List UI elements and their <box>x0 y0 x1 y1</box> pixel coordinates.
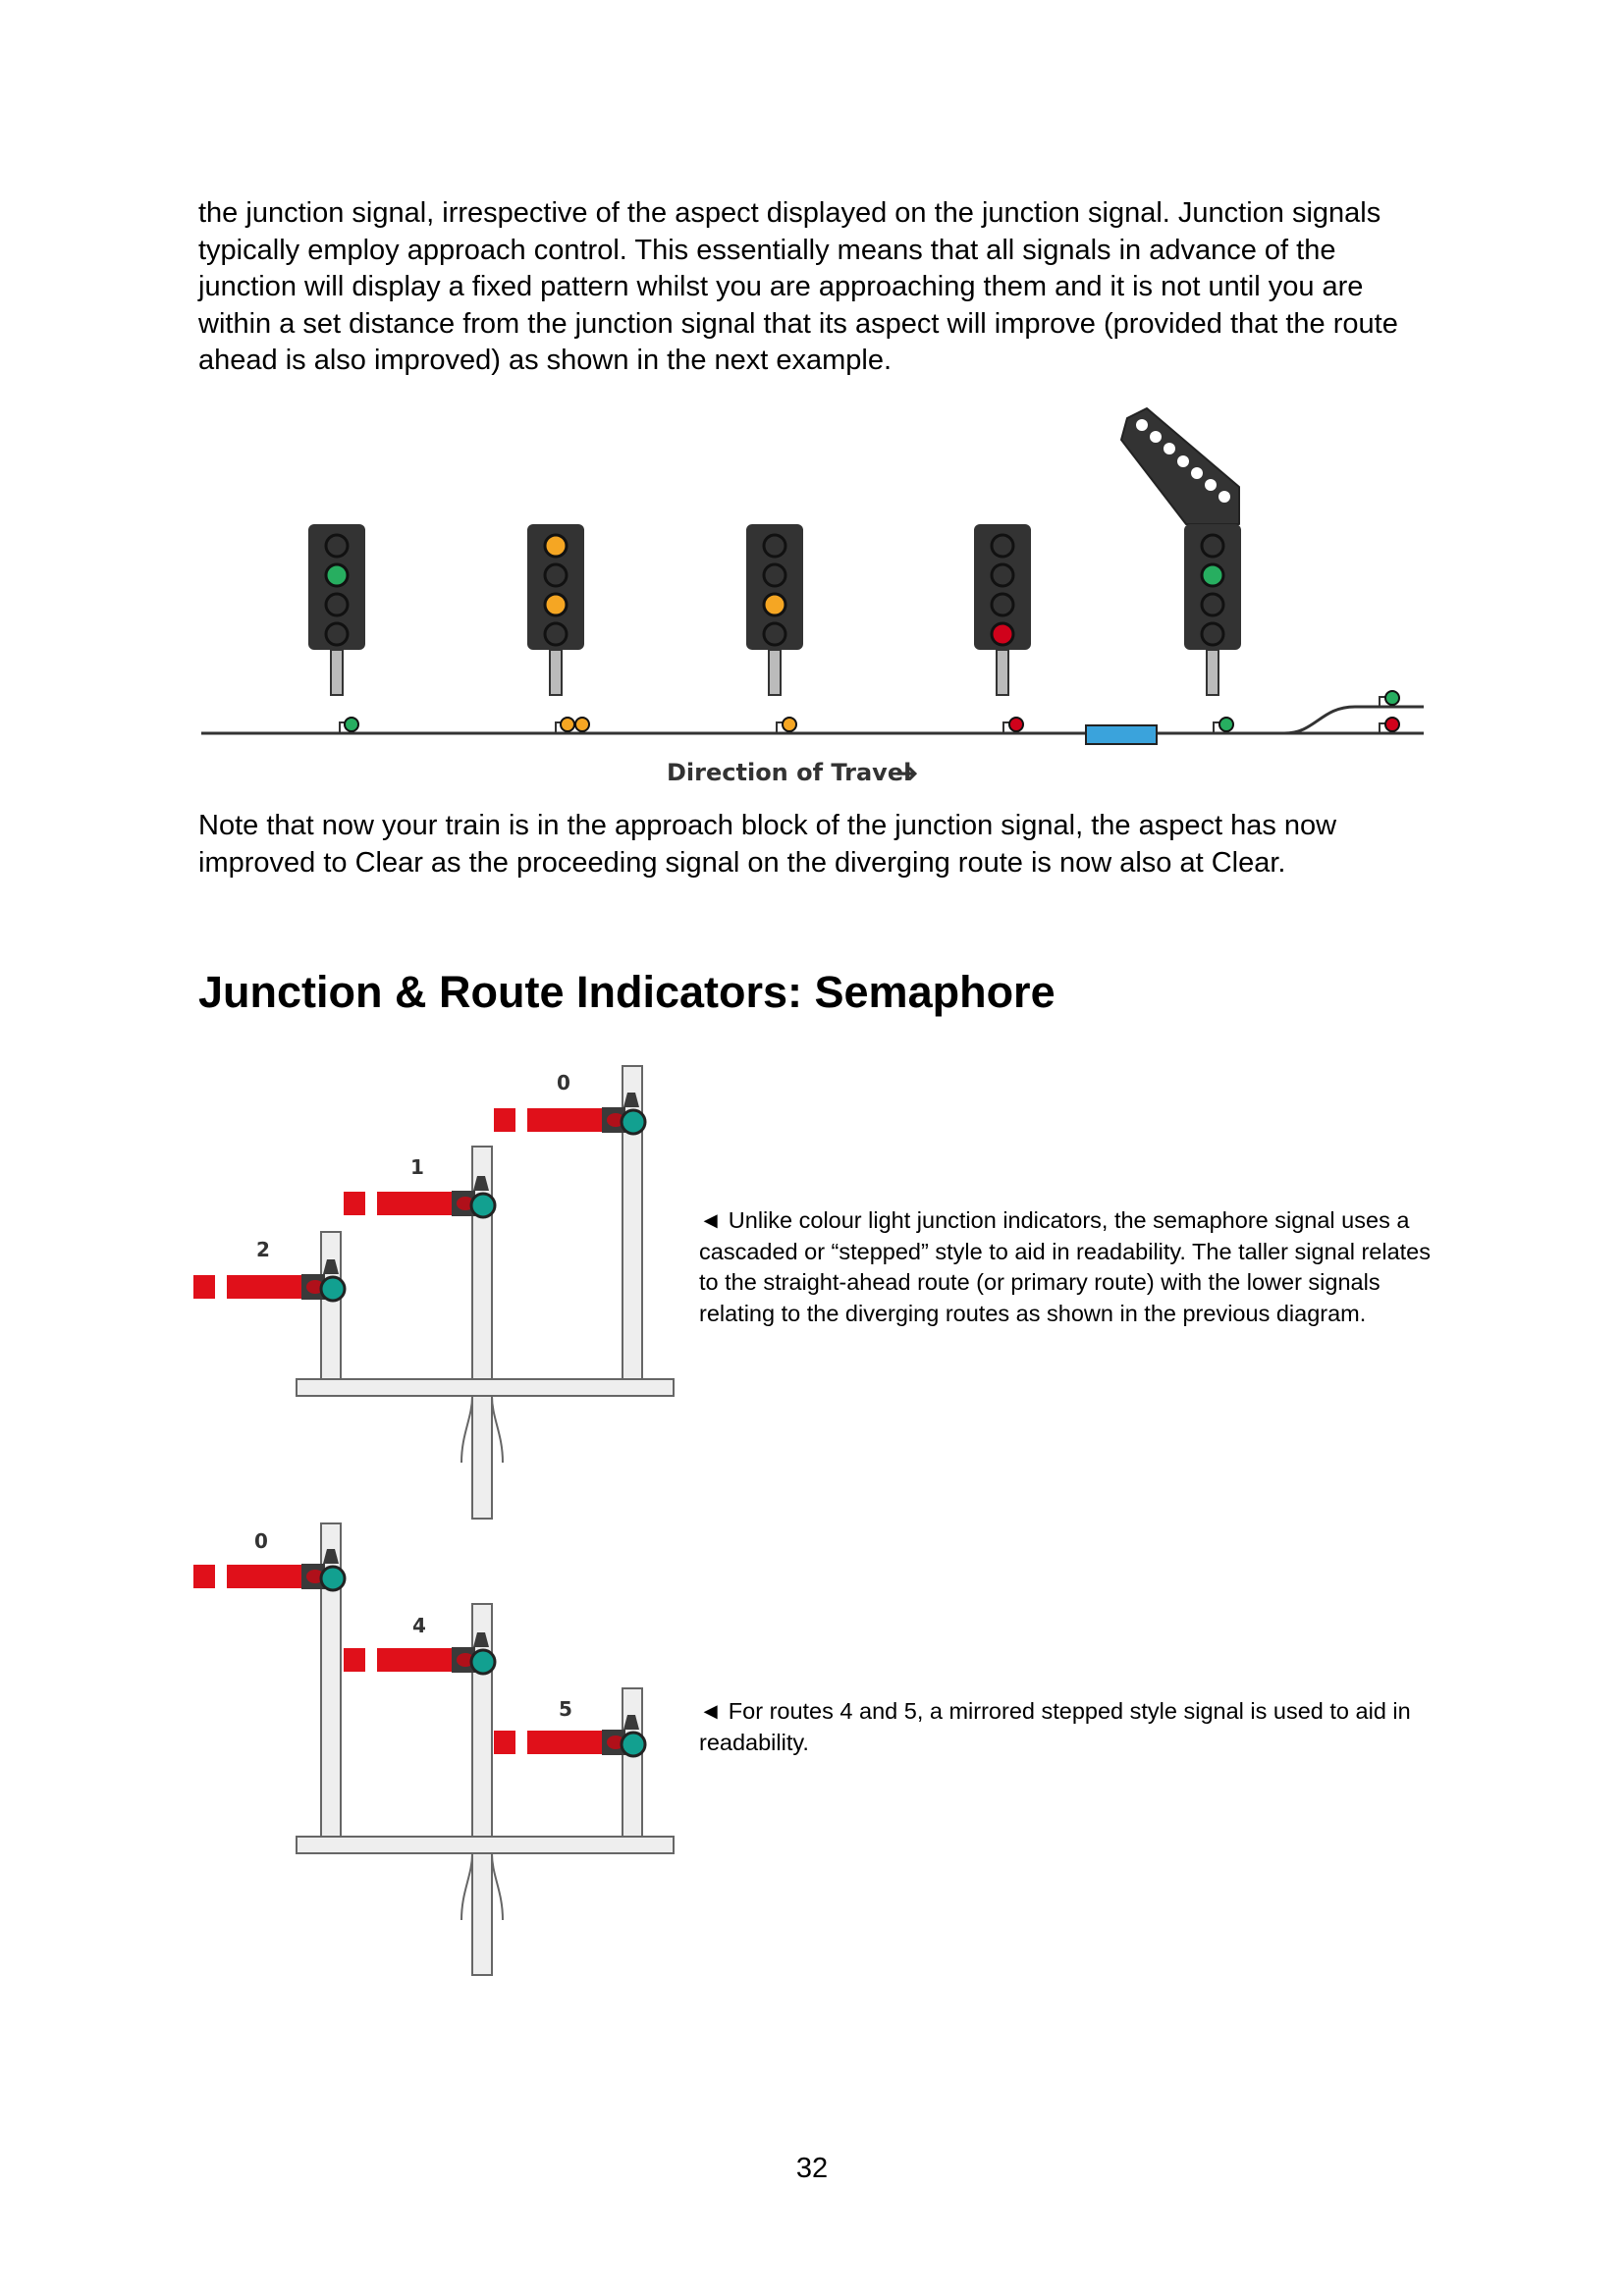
junction-indicator <box>1120 407 1240 525</box>
route-number-label: 0 <box>557 1071 570 1095</box>
route-number-label: 2 <box>256 1238 270 1261</box>
train-icon <box>1085 724 1158 745</box>
route-number-label: 1 <box>410 1155 424 1179</box>
semaphore-diagrams: 0 1 2 0 4 5 <box>191 1065 675 1976</box>
section-heading: Junction & Route Indicators: Semaphore <box>198 967 1056 1017</box>
direction-of-travel-label: Direction of Travel <box>667 759 911 786</box>
upper-caption: ◄ Unlike colour light junction indicator… <box>699 1207 1432 1326</box>
signal-red <box>973 523 1032 696</box>
signal-yellow <box>745 523 804 696</box>
track-marker-green <box>339 717 359 733</box>
semaphore-lower-structure <box>296 1522 675 1976</box>
track-marker-red <box>1002 717 1024 733</box>
signal-green <box>307 523 366 696</box>
track-marker-junction-green <box>1213 717 1234 733</box>
intro-paragraph: the junction signal, irrespective of the… <box>198 197 1398 376</box>
track-marker-yellow <box>776 717 797 733</box>
arrow-right-icon: ➔ <box>895 757 918 789</box>
lower-caption: ◄ For routes 4 and 5, a mirrored stepped… <box>699 1698 1411 1755</box>
signal-double-yellow <box>526 523 585 696</box>
track-marker-diverging-green <box>1379 690 1400 707</box>
semaphore-upper-structure <box>296 1065 675 1520</box>
note-paragraph: Note that now your train is in the appro… <box>198 810 1337 879</box>
colour-light-signal-diagram: Direction of Travel ➔ <box>201 407 1424 789</box>
signal-junction-green <box>1183 523 1242 696</box>
route-number-label: 0 <box>254 1529 268 1553</box>
diverging-track <box>1283 705 1424 735</box>
track-marker-double-yellow <box>555 717 590 733</box>
page-number: 32 <box>795 2153 829 2184</box>
route-number-label: 5 <box>559 1697 572 1721</box>
route-number-label: 4 <box>412 1614 426 1637</box>
track-marker-main-red <box>1379 717 1400 733</box>
